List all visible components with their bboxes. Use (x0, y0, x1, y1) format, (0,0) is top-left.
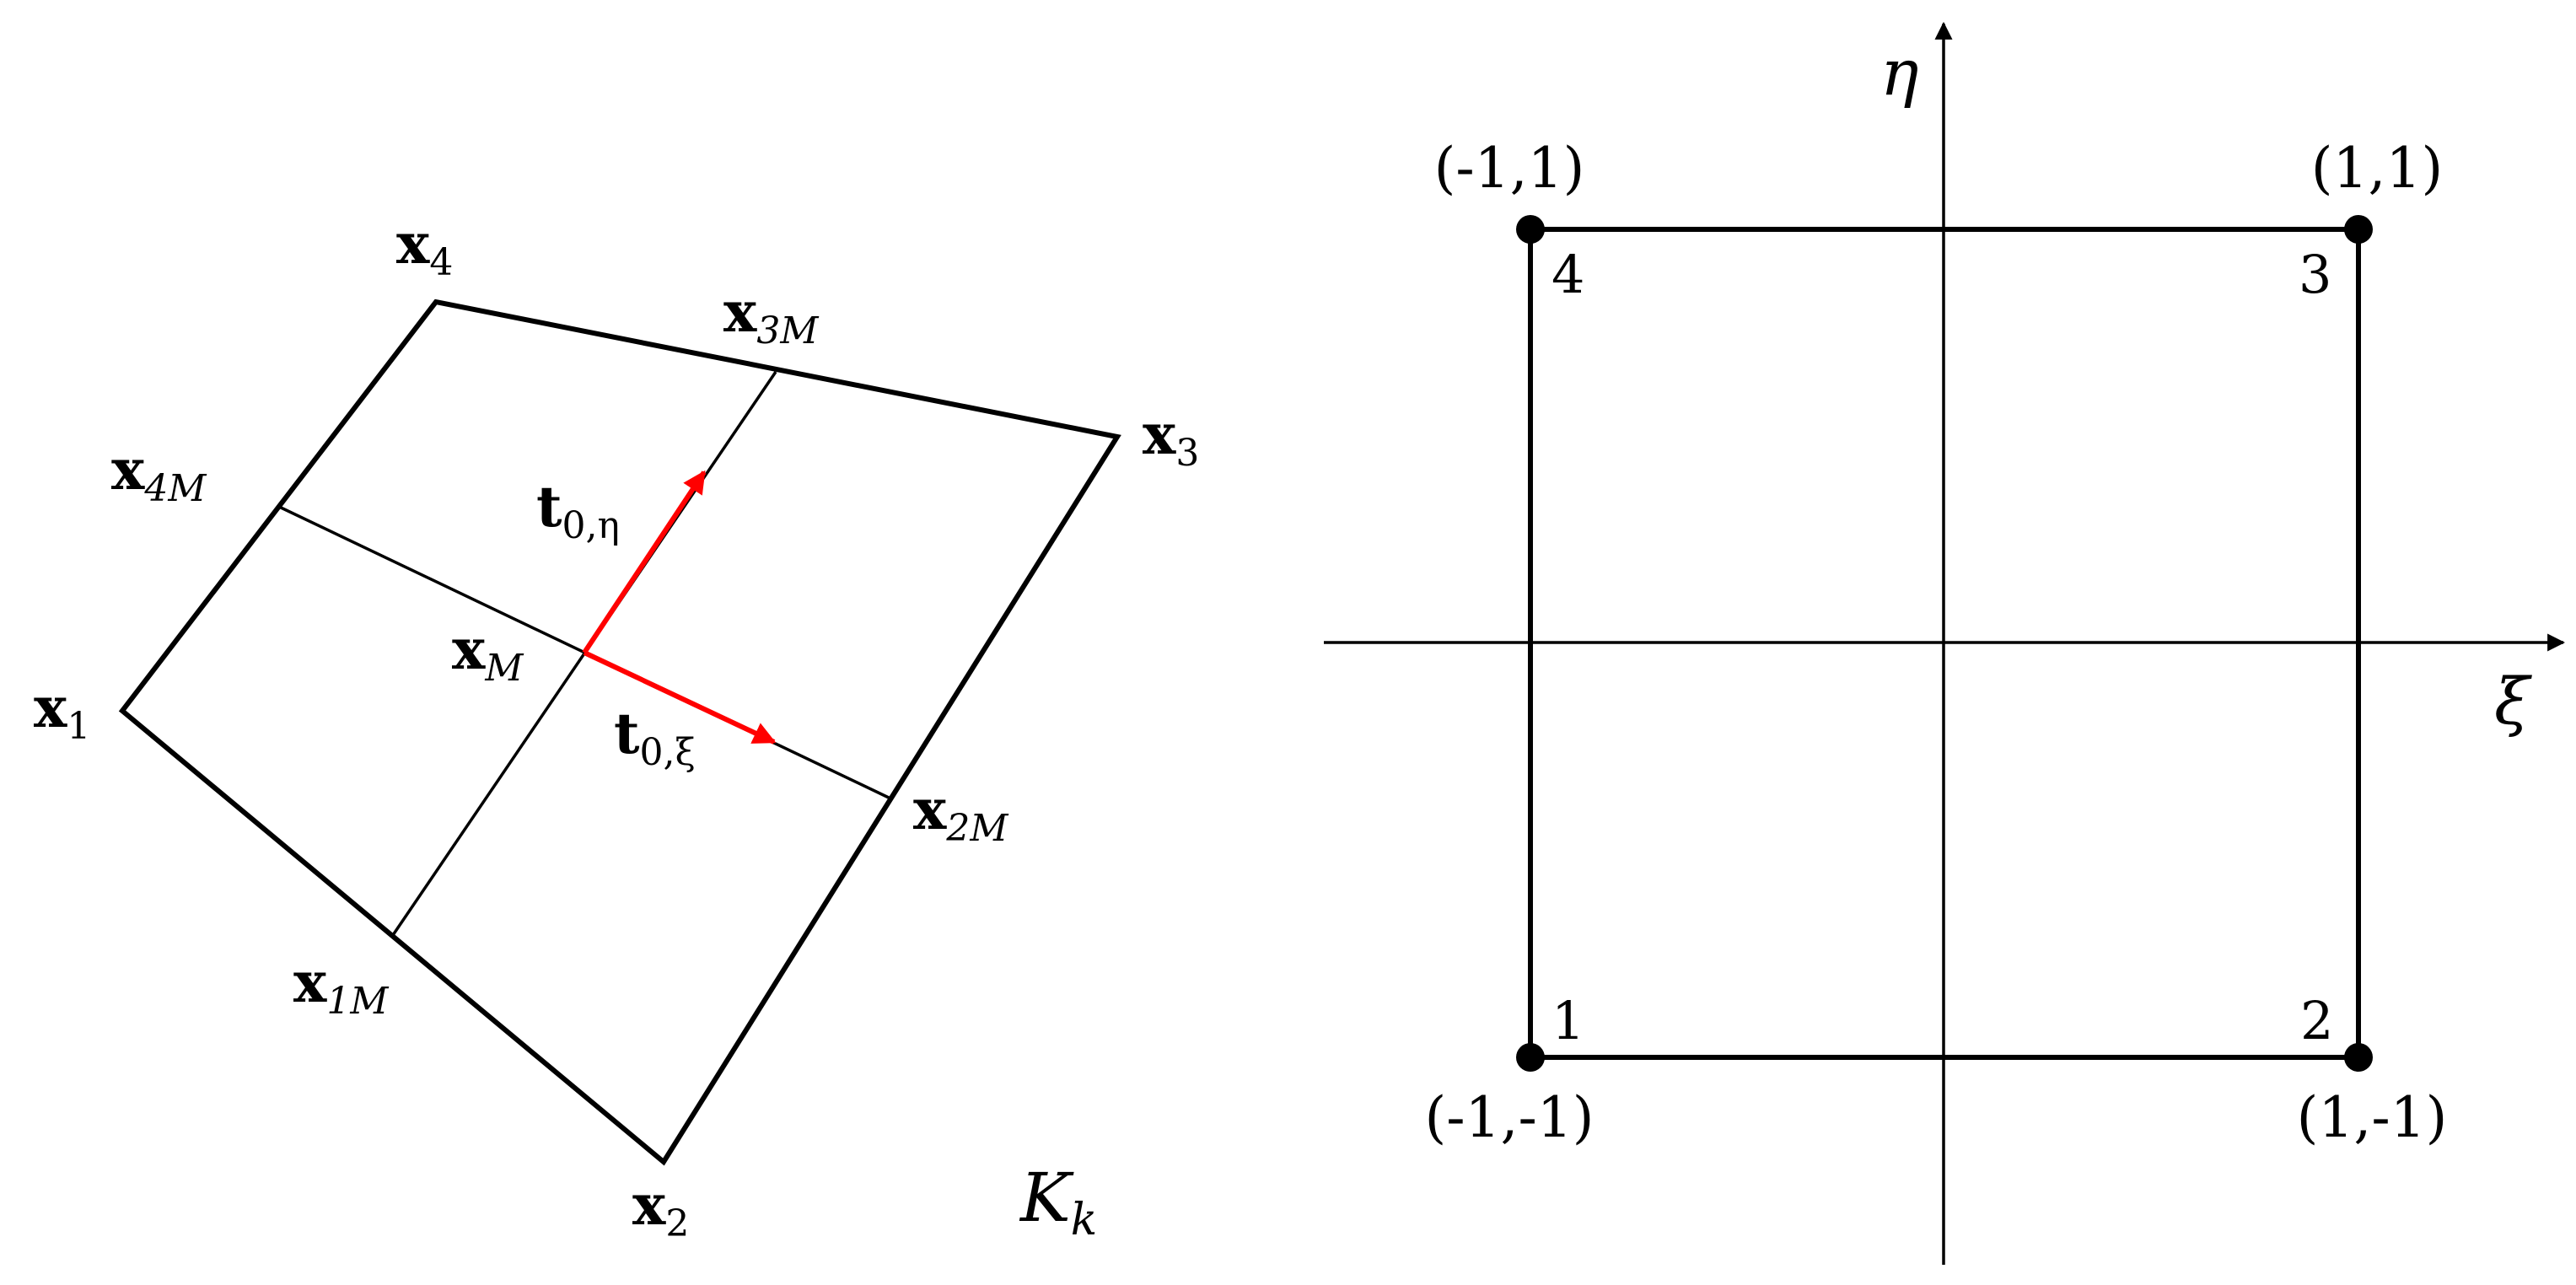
corner-number-3: 3 (2299, 244, 2331, 305)
eta-axis-label: η (1880, 35, 1919, 110)
label-x3M-base: x (723, 279, 757, 345)
label-xM: xM (452, 616, 524, 690)
label-x4: x4 (396, 211, 453, 284)
element-name-base: K (1019, 1159, 1074, 1237)
label-xM-sub: M (484, 647, 524, 690)
corner-coords-4: (-1,1) (1434, 136, 1585, 201)
label-t-xi-base: t (614, 701, 640, 766)
element-name-label: Kk (1019, 1159, 1097, 1245)
t-xi-vector (583, 650, 777, 745)
label-x2M: x2M (913, 777, 1008, 850)
corner-node-3 (2344, 215, 2373, 244)
label-x3-sub: 3 (1175, 432, 1199, 475)
corner-node-1 (1516, 1043, 1545, 1072)
corner-coords-3: (1,1) (2311, 136, 2443, 201)
label-x4M-sub: 4M (143, 467, 207, 510)
label-x1-base: x (34, 675, 67, 740)
reference-element: ξ η 1 2 3 4 (-1,-1) (1,-1) (1,1) (-1,1) (1324, 21, 2566, 1265)
label-xM-base: x (452, 616, 486, 682)
physical-element: x1 x2 x3 x4 x1M x2M x3M x4M xM t0,η (34, 211, 1199, 1245)
label-t-eta-sub: 0,η (562, 504, 620, 547)
label-x2-base: x (632, 1172, 666, 1238)
label-x4-base: x (396, 211, 430, 277)
label-x3M: x3M (723, 279, 819, 352)
label-x4M-base: x (111, 437, 145, 503)
corner-coords-2: (1,-1) (2297, 1085, 2448, 1150)
corner-number-4: 4 (1552, 244, 1584, 305)
element-boundary (118, 298, 1121, 1166)
reference-square (1528, 227, 2361, 1060)
label-t-xi: t0,ξ (614, 701, 696, 774)
label-x3: x3 (1143, 401, 1199, 475)
xi-axis-label: ξ (2494, 664, 2532, 739)
corner-coords-1: (-1,-1) (1424, 1085, 1594, 1150)
corner-node-4 (1516, 215, 1545, 244)
label-x2: x2 (632, 1172, 689, 1245)
label-x3M-sub: 3M (756, 309, 819, 352)
label-x1M-sub: 1M (326, 980, 389, 1023)
corner-number-1: 1 (1552, 990, 1584, 1051)
t-eta-vector (582, 470, 707, 654)
label-x2M-base: x (913, 777, 947, 842)
label-t-xi-sub: 0,ξ (640, 731, 696, 774)
label-x1M: x1M (293, 949, 389, 1023)
label-x2-sub: 2 (665, 1202, 689, 1245)
label-x1: x1 (34, 675, 90, 748)
label-x4M: x4M (111, 437, 207, 510)
element-name-sub: k (1071, 1195, 1098, 1245)
label-t-eta-base: t (536, 474, 562, 540)
label-x3-base: x (1143, 401, 1176, 467)
corner-node-2 (2344, 1043, 2373, 1072)
label-x1-sub: 1 (67, 705, 90, 748)
label-x4-sub: 4 (429, 241, 453, 284)
corner-number-2: 2 (2300, 990, 2333, 1051)
label-x1M-base: x (293, 949, 327, 1015)
label-t-eta: t0,η (536, 474, 620, 547)
label-x2M-sub: 2M (945, 807, 1008, 850)
